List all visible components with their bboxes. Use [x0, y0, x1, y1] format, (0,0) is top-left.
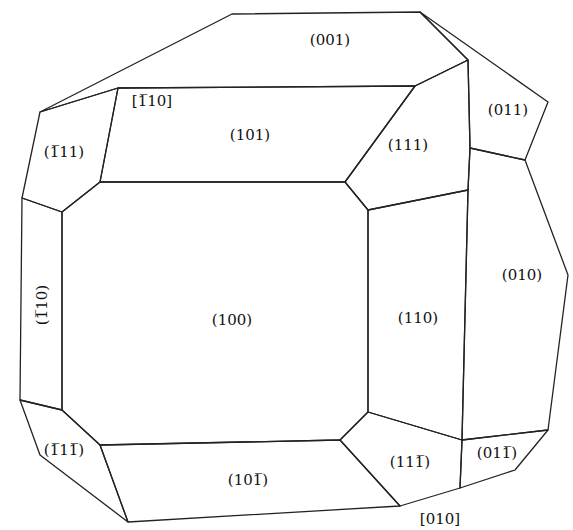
face-index: (111) [386, 135, 430, 155]
face-index: (001) [308, 30, 352, 50]
face-m110 [20, 198, 62, 410]
face-index: (100) [210, 310, 254, 330]
face-index: (111̅) [388, 452, 432, 472]
crystal-face: (1̅10) [32, 283, 52, 327]
crystal-face: (101) [228, 125, 272, 145]
face-index: (1̅11) [42, 142, 86, 162]
crystal-face: (101̅) [226, 470, 270, 490]
face-m11m [20, 400, 128, 522]
face-index: (011) [486, 100, 530, 120]
direction-label: [010] [418, 509, 462, 529]
face-100 [62, 182, 368, 445]
face-index: (101) [228, 125, 272, 145]
face-01m [460, 430, 548, 488]
face-index: (1̅11̅) [42, 440, 86, 460]
face-010 [462, 148, 568, 440]
face-11m [340, 412, 462, 506]
face-110 [368, 190, 468, 440]
crystal-face: (011̅) [475, 443, 519, 463]
crystal-face: (111) [386, 135, 430, 155]
crystal-face: (110) [396, 308, 440, 328]
zone-axis-label: [010] [418, 509, 462, 529]
face-111 [345, 60, 470, 210]
face-001 [40, 12, 468, 112]
face-index: (010) [500, 265, 544, 285]
crystal-face: (001) [308, 30, 352, 50]
crystal-face: (111̅) [388, 452, 432, 472]
face-10m [100, 440, 400, 522]
crystal-face: (011) [486, 100, 530, 120]
face-index: (011̅) [475, 443, 519, 463]
crystal-face: (1̅11̅) [42, 440, 86, 460]
face-011 [420, 12, 548, 160]
face-index: (101̅) [226, 470, 270, 490]
face-index: (110) [396, 308, 440, 328]
crystal-face: (1̅11) [42, 142, 86, 162]
direction-label: [1̅10] [130, 91, 174, 111]
crystal-face: (100) [210, 310, 254, 330]
face-101 [100, 86, 415, 182]
zone-axis-label: [1̅10] [130, 91, 174, 111]
face-index: (1̅10) [32, 283, 52, 327]
face-m111 [22, 88, 118, 212]
crystal-face: (010) [500, 265, 544, 285]
